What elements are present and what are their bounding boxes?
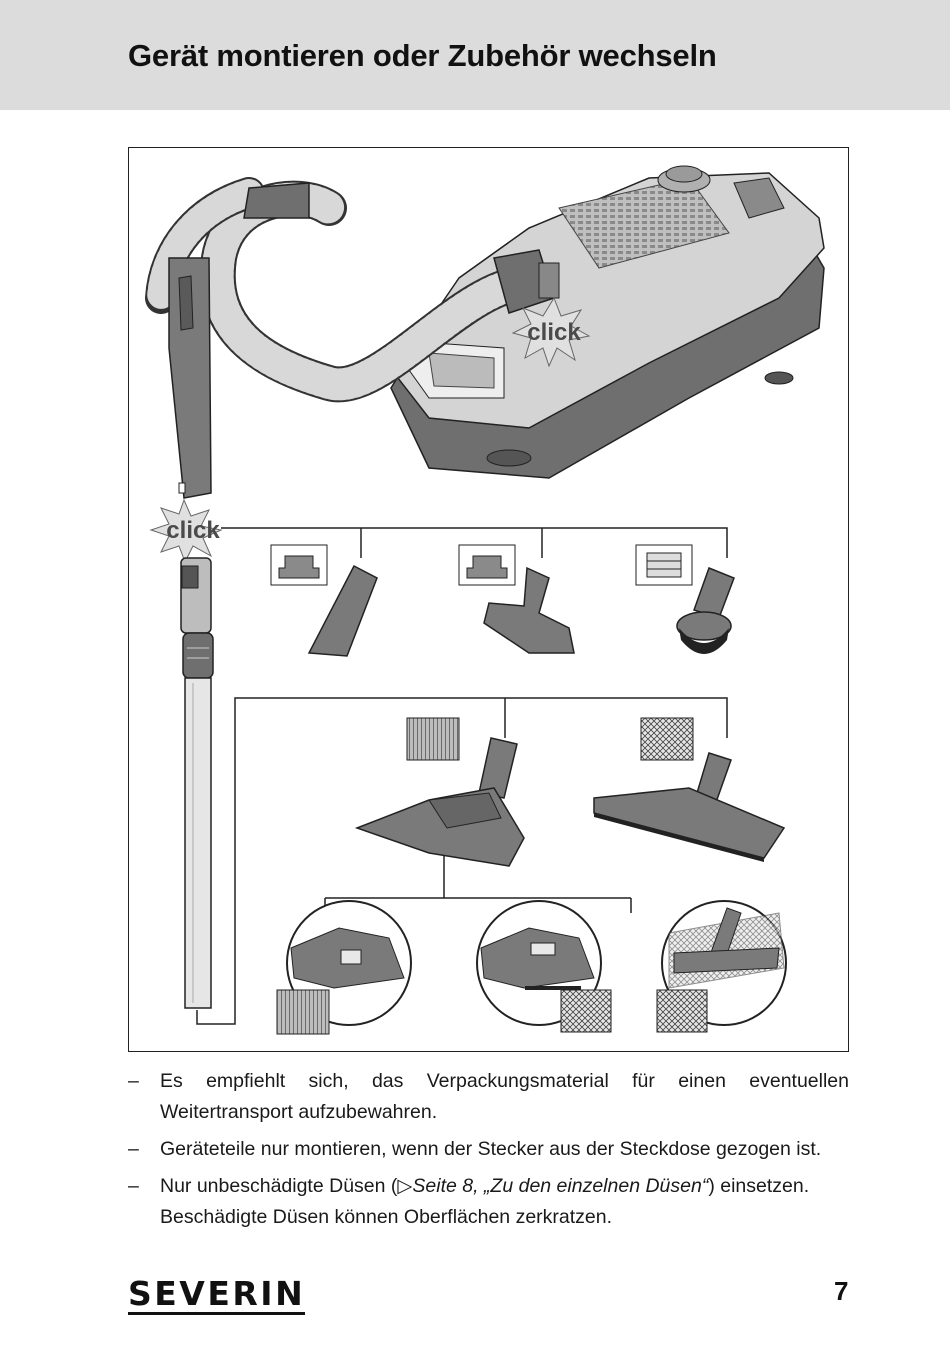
telescopic-tube <box>180 557 214 1009</box>
note-text: Geräteteile nur montieren, wenn der Stec… <box>160 1138 822 1160</box>
click-burst-left: click <box>149 498 223 564</box>
page-title: Gerät montieren oder Zubehör wechseln <box>128 38 717 73</box>
hardfloor-carpet-icon <box>406 717 460 761</box>
dusting-brush <box>676 567 735 654</box>
click-label-left: click <box>166 517 220 544</box>
header-bar: Gerät montieren oder Zubehör wechseln <box>0 0 950 110</box>
assembly-figure: click click <box>128 147 849 1052</box>
click-label-top: click <box>527 319 581 346</box>
page-reference-link[interactable]: Seite 8, „Zu den einzelnen Düsen“ <box>412 1175 709 1197</box>
tile-floor-icon <box>640 717 694 761</box>
note-text: ) einsetzen. Beschädigte Düsen können Ob… <box>160 1175 810 1228</box>
detail-hardfloor-setting <box>476 900 612 1033</box>
crevice-nozzle <box>307 564 378 657</box>
note-text: Nur unbeschädigte Düsen ( <box>160 1175 398 1197</box>
parquet-nozzle <box>593 752 786 862</box>
upholstery-icon-1 <box>270 544 328 586</box>
page-number: 7 <box>834 1276 849 1306</box>
note-item: Nur unbeschädigte Düsen (▷Seite 8, „Zu d… <box>128 1171 849 1233</box>
click-burst-top: click <box>511 296 591 368</box>
page-reference-arrow-icon: ▷ <box>397 1175 413 1197</box>
note-text: Es empfiehlt sich, das Verpackungsmateri… <box>160 1070 849 1123</box>
upholstery-nozzle <box>483 566 575 654</box>
connector-lines <box>196 527 728 1025</box>
brand-logo: SEVERIN <box>128 1274 306 1315</box>
upholstery-icon-2 <box>458 544 516 586</box>
assembly-illustration: click click <box>145 165 825 1035</box>
detail-carpet-setting <box>276 900 412 1035</box>
note-item: Es empfiehlt sich, das Verpackungsmateri… <box>128 1066 849 1128</box>
furniture-icon <box>635 544 693 586</box>
detail-parquet-floor <box>656 900 787 1033</box>
note-item: Geräteteile nur montieren, wenn der Stec… <box>128 1134 849 1165</box>
notes-list: Es empfiehlt sich, das Verpackungsmateri… <box>128 1066 849 1239</box>
combination-floor-nozzle <box>354 737 525 867</box>
handle-grip <box>168 257 212 499</box>
hose <box>145 177 560 403</box>
